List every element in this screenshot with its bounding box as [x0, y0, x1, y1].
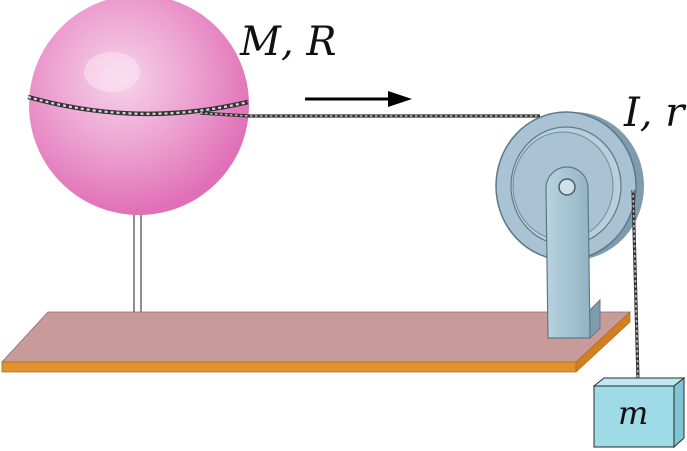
- hanging-block: [592, 376, 686, 449]
- sphere: [29, 0, 249, 215]
- horizontal-string: [199, 111, 540, 118]
- right-arrow-icon: [305, 91, 412, 107]
- vertical-string: [631, 189, 640, 381]
- sphere-string: [27, 94, 249, 117]
- pulley-label: I, r: [623, 90, 687, 136]
- pulley-bracket: [545, 166, 601, 340]
- block-label: m: [618, 394, 648, 432]
- sphere-label: M, R: [239, 19, 337, 65]
- base-board: [1, 311, 632, 373]
